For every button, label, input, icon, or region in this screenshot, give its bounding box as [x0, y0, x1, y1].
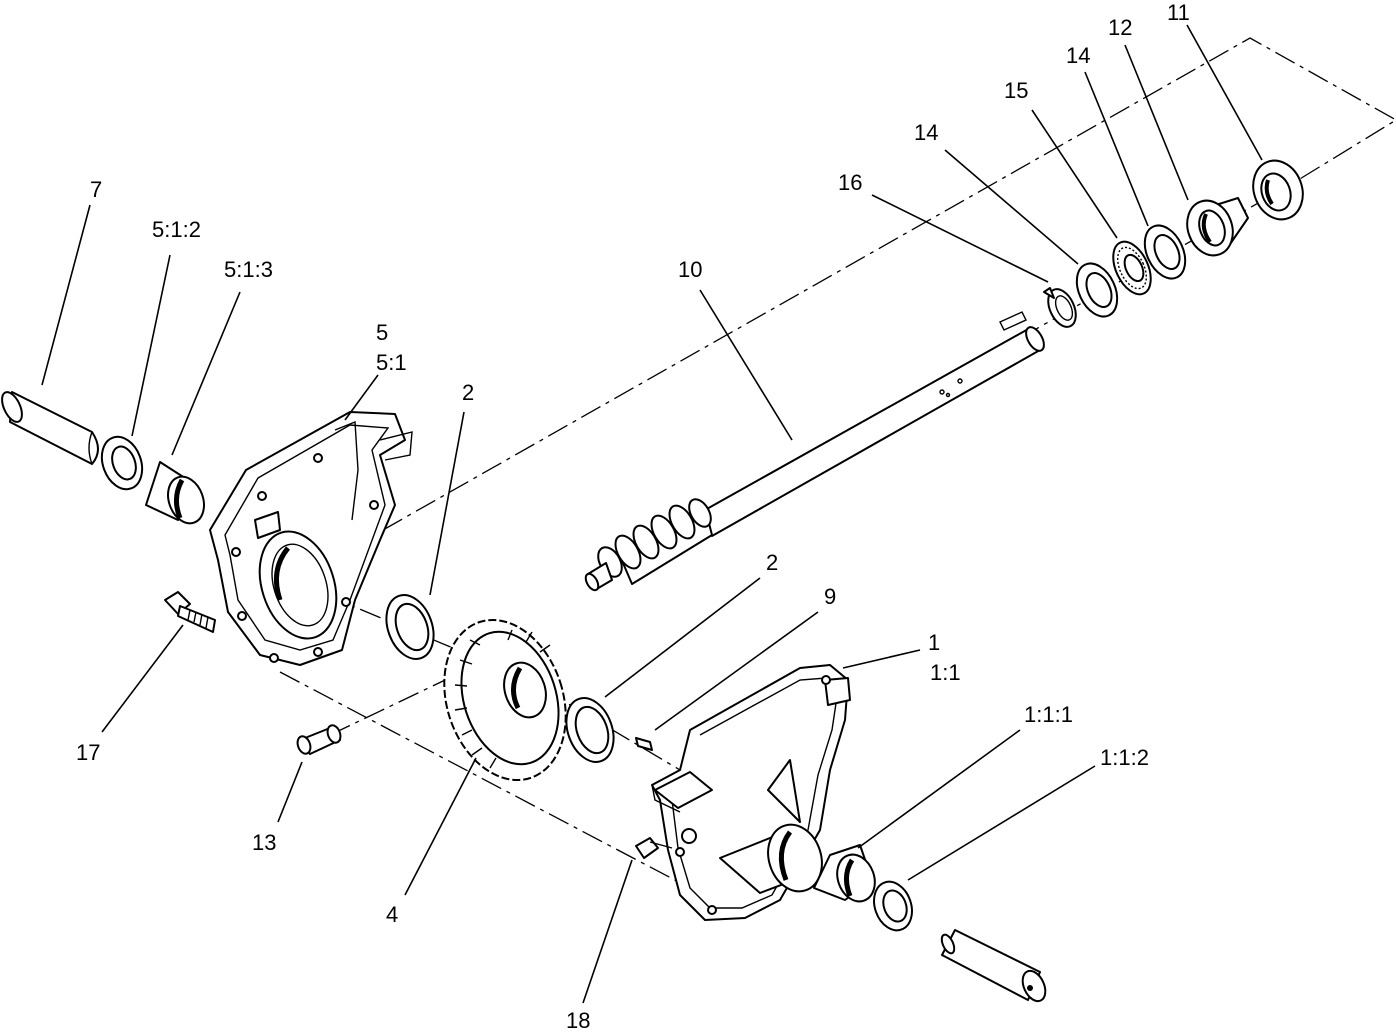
leader-9 [654, 611, 819, 731]
leader-15 [1031, 109, 1118, 239]
label-1-1-2: 1:1:2 [1100, 745, 1149, 770]
part-4-worm-gear [443, 618, 567, 782]
leader-5-1-2 [131, 254, 171, 437]
shaft-centerline [382, 37, 1396, 531]
part-5-1-2-seal [100, 435, 144, 491]
label-4: 4 [386, 902, 398, 927]
label-18: 18 [566, 1008, 590, 1033]
label-16: 16 [838, 170, 862, 195]
label-10: 10 [678, 257, 702, 282]
leader-13 [277, 761, 303, 823]
label-1-1: 1:1 [930, 660, 961, 685]
part-2-upper-washer [385, 594, 435, 660]
label-1: 1 [928, 630, 940, 655]
leader-2-lower [604, 577, 761, 698]
part-11-seal [1252, 159, 1304, 221]
part-7-shaft-stub [1, 391, 99, 465]
label-2-upper: 2 [462, 380, 474, 405]
label-17: 17 [76, 740, 100, 765]
label-5: 5 [376, 320, 388, 345]
part-1-right-housing [651, 664, 851, 921]
part-17-bolt [164, 591, 216, 633]
leader-16 [871, 194, 1049, 283]
part-1-1-1-bushing [813, 844, 876, 903]
leader-11 [1186, 24, 1263, 161]
leader-1-1-1 [857, 729, 1021, 849]
label-1-1-1: 1:1:1 [1024, 702, 1073, 727]
leader-14-a [944, 149, 1079, 265]
label-14-b: 14 [1066, 43, 1090, 68]
part-18-set-screw [635, 837, 673, 859]
leader-4 [404, 757, 477, 896]
label-5-1-3: 5:1:3 [224, 257, 273, 282]
label-13: 13 [252, 830, 276, 855]
leader-7 [41, 204, 91, 386]
leader-1-1-2 [907, 765, 1096, 881]
part-5-left-housing [209, 411, 413, 666]
part-13-dowel-pin [296, 724, 342, 755]
leader-lines [41, 24, 1263, 1004]
label-2-lower: 2 [766, 550, 778, 575]
part-2-lower-washer [565, 697, 615, 763]
label-5-1: 5:1 [376, 350, 407, 375]
leader-1 [842, 649, 921, 669]
leader-14-b [1084, 71, 1149, 227]
leader-10 [699, 289, 793, 441]
label-14-a: 14 [914, 120, 938, 145]
label-7: 7 [90, 177, 102, 202]
label-5-1-2: 5:1:2 [152, 217, 201, 242]
leader-2-upper [429, 411, 465, 596]
part-14-washer-b [1143, 224, 1187, 280]
label-9: 9 [824, 584, 836, 609]
leader-5 [344, 374, 379, 421]
part-9-key [635, 737, 653, 751]
right-shaft-stub [940, 929, 1047, 1003]
leader-12 [1124, 44, 1189, 201]
part-12-flanged-bushing [1186, 197, 1249, 257]
part-10-worm-shaft [584, 311, 1045, 592]
part-14-washer-a [1075, 262, 1119, 318]
part-1-1-2-seal [873, 880, 913, 932]
bolt-axis-line [279, 671, 691, 889]
callout-labels: 7 5:1:2 5:1:3 5 5:1 2 10 16 14 15 14 12 … [76, 0, 1190, 1033]
leader-5-1-3 [171, 291, 241, 456]
leader-18 [582, 859, 633, 1004]
label-11: 11 [1167, 0, 1190, 25]
label-15: 15 [1004, 78, 1028, 103]
label-12: 12 [1108, 15, 1132, 40]
part-5-1-3-bushing [145, 461, 205, 525]
leader-17 [101, 624, 184, 733]
part-16-retaining-ring [1043, 287, 1077, 328]
part-15-thrust-bearing [1112, 240, 1152, 296]
